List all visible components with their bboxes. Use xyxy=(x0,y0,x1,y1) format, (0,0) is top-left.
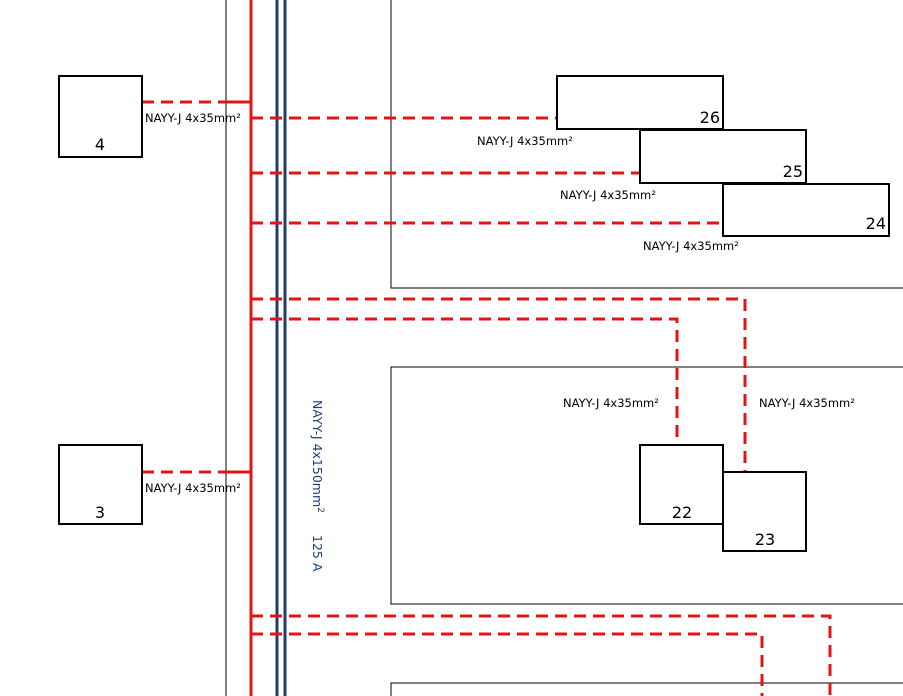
cable-label-3: NAYY-J 4x35mm² xyxy=(145,481,241,495)
area-middle-outline xyxy=(390,366,903,605)
main-cable-rating: 125 A xyxy=(310,535,325,572)
box-26[interactable] xyxy=(556,75,724,130)
main-cable-superscript: 2 xyxy=(315,507,325,513)
cable-lower-inner xyxy=(251,632,764,696)
main-cable-type: NAYY-J 4x150mm xyxy=(310,400,325,507)
box-3[interactable] xyxy=(58,444,143,525)
cable-label-23: NAYY-J 4x35mm² xyxy=(759,396,855,410)
main-cable-label: NAYY-J 4x150mm2 xyxy=(310,400,325,513)
box-23[interactable] xyxy=(722,471,807,552)
area-bottom-outline xyxy=(390,682,903,696)
cable-label-25: NAYY-J 4x35mm² xyxy=(560,188,656,202)
box-25[interactable] xyxy=(639,129,807,184)
cable-22 xyxy=(251,317,679,450)
box-26-number: 26 xyxy=(700,108,720,127)
box-23-number: 23 xyxy=(755,530,775,549)
cable-lower-outer xyxy=(251,614,832,696)
cable-label-22: NAYY-J 4x35mm² xyxy=(563,396,659,410)
box-24-number: 24 xyxy=(866,214,886,233)
cable-23 xyxy=(251,297,747,472)
box-4[interactable] xyxy=(58,75,143,158)
box-22-number: 22 xyxy=(672,503,692,522)
box-24[interactable] xyxy=(722,183,890,237)
box-25-number: 25 xyxy=(783,162,803,181)
cable-label-26: NAYY-J 4x35mm² xyxy=(477,134,573,148)
area-top-outline xyxy=(390,0,903,289)
box-4-number: 4 xyxy=(95,135,105,154)
cable-label-4: NAYY-J 4x35mm² xyxy=(145,111,241,125)
box-3-number: 3 xyxy=(95,503,105,522)
cable-label-24: NAYY-J 4x35mm² xyxy=(643,239,739,253)
